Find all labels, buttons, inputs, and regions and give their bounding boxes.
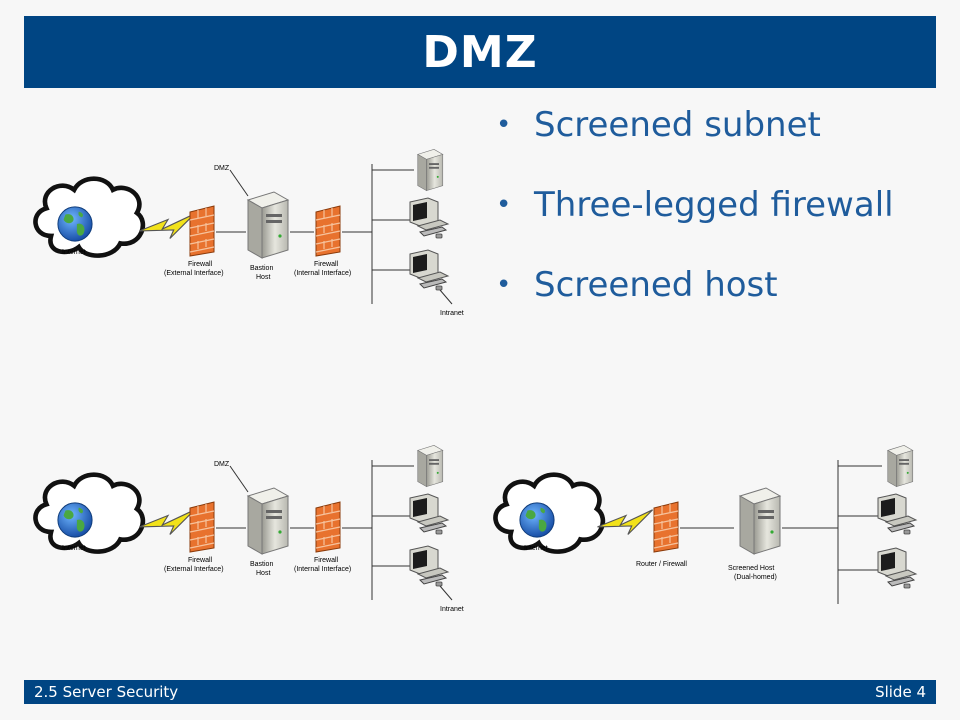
firewall-external-label: Firewall [188, 261, 213, 268]
three-legged-diagram-bottom: Internet DMZ Firewall (External Interfac… [20, 445, 464, 613]
server-icon [417, 149, 444, 191]
bastion-label: Bastion [250, 561, 273, 568]
computer-icon [877, 547, 917, 589]
slide-title: DMZ [422, 26, 538, 78]
computer-icon [409, 545, 449, 587]
lightning-icon [596, 509, 654, 536]
bullet-item: • Screened host [496, 260, 916, 310]
bullet-dot-icon: • [496, 270, 512, 300]
bastion-sublabel: Host [256, 570, 270, 577]
intranet-label: Intranet [440, 606, 464, 613]
firewall-icon [315, 501, 341, 553]
firewall-internal-sublabel: (Internal Interface) [294, 270, 351, 277]
three-legged-diagram-top: Internet DMZ Firewall (External Interfac… [20, 149, 464, 317]
server-icon [417, 445, 444, 487]
screened-host-diagram: Internet Router / Firewall Screened Host… [484, 445, 917, 604]
footer-bar: 2.5 Server Security Slide 4 [24, 680, 936, 704]
firewall-internal-label: Firewall [314, 261, 339, 268]
bullet-list: • Screened subnet • Three-legged firewal… [496, 100, 916, 340]
dmz-label: DMZ [214, 461, 230, 468]
lightning-icon [138, 509, 196, 536]
slide-number: Slide 4 [875, 683, 926, 701]
server-icon [739, 487, 781, 555]
lightning-icon [138, 213, 196, 240]
screened-host-sublabel: (Dual-homed) [734, 574, 777, 581]
screened-host-label: Screened Host [728, 565, 774, 572]
bullet-dot-icon: • [496, 110, 512, 140]
server-icon [247, 191, 289, 259]
computer-icon [877, 493, 917, 535]
bastion-sublabel: Host [256, 274, 270, 281]
firewall-icon [189, 205, 215, 257]
firewall-icon [315, 205, 341, 257]
bastion-label: Bastion [250, 265, 273, 272]
globe-icon [57, 502, 93, 538]
bullet-text: Three-legged firewall [534, 185, 894, 225]
router-firewall-label: Router / Firewall [636, 561, 687, 568]
computer-icon [409, 197, 449, 239]
bullet-text: Screened subnet [534, 105, 821, 145]
firewall-external-sublabel: (External Interface) [164, 270, 224, 277]
computer-icon [409, 493, 449, 535]
title-bar: DMZ [24, 16, 936, 88]
bullet-dot-icon: • [496, 190, 512, 220]
firewall-external-sublabel: (External Interface) [164, 566, 224, 573]
firewall-icon [189, 501, 215, 553]
globe-icon [519, 502, 555, 538]
computer-icon [409, 249, 449, 291]
firewall-icon [653, 501, 679, 553]
server-icon [887, 445, 914, 487]
footer-course-label: 2.5 Server Security [34, 683, 179, 701]
firewall-internal-sublabel: (Internal Interface) [294, 566, 351, 573]
server-icon [247, 487, 289, 555]
dmz-label: DMZ [214, 165, 230, 172]
intranet-label: Intranet [440, 310, 464, 317]
firewall-external-label: Firewall [188, 557, 213, 564]
bullet-item: • Three-legged firewall [496, 180, 916, 230]
internet-label: Internet [62, 545, 86, 552]
internet-label: Internet [62, 249, 86, 256]
bullet-item: • Screened subnet [496, 100, 916, 150]
firewall-internal-label: Firewall [314, 557, 339, 564]
bullet-text: Screened host [534, 265, 778, 305]
globe-icon [57, 206, 93, 242]
internet-label: Internet [524, 545, 548, 552]
